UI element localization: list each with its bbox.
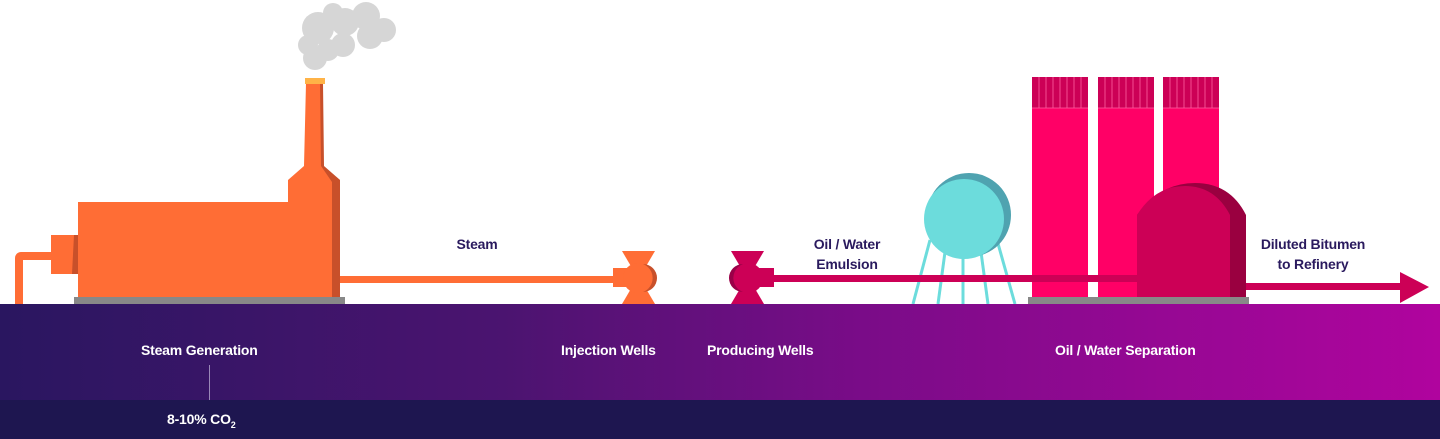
steam-pipe [340, 276, 632, 283]
output-label-line1: Diluted Bitumen [1260, 236, 1366, 252]
emissions-footer [0, 400, 1440, 439]
emissions-subscript: 2 [230, 419, 236, 430]
emulsion-label: Oil / Water Emulsion [792, 234, 902, 274]
emulsion-label-line2: Emulsion [816, 256, 878, 272]
stage-oil-water-separation: Oil / Water Separation [1055, 342, 1196, 358]
steam-plant-icon [15, 78, 345, 304]
emissions-connector-line [209, 365, 210, 400]
emissions-text: 8-10% CO [167, 411, 231, 427]
output-label-line2: to Refinery [1277, 256, 1349, 272]
stage-steam-generation: Steam Generation [141, 342, 258, 358]
water-tank-icon [911, 173, 1017, 305]
separator-dome-icon [1028, 183, 1249, 304]
producing-well-valve-icon [729, 251, 774, 304]
stage-producing-wells: Producing Wells [707, 342, 814, 358]
steam-label: Steam [456, 236, 498, 252]
output-arrow-icon [1246, 272, 1429, 303]
output-label: Diluted Bitumen to Refinery [1248, 234, 1378, 274]
injection-well-valve-icon [613, 251, 657, 304]
smoke-cloud-icon [298, 2, 396, 70]
emulsion-pipe [770, 275, 1175, 282]
stage-injection-wells: Injection Wells [561, 342, 656, 358]
emissions-value: 8-10% CO2 [167, 411, 236, 430]
emulsion-label-line1: Oil / Water [813, 236, 881, 252]
process-stage-band [0, 304, 1440, 400]
